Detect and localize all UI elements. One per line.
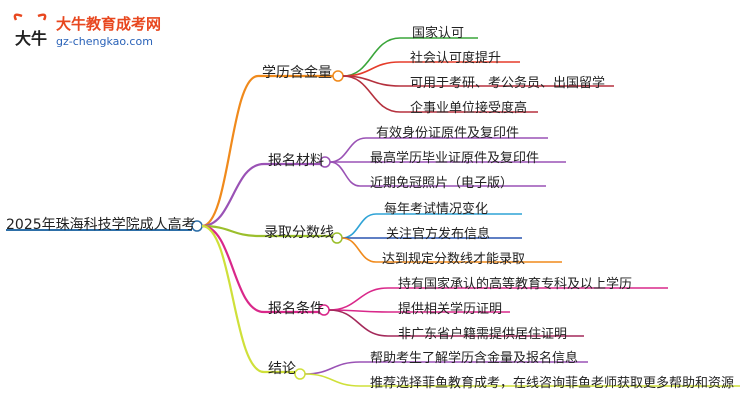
leaf-connector-3-2	[328, 309, 389, 337]
branch-conclusion: 结论	[268, 361, 296, 377]
leaf-connector-2-2	[341, 237, 377, 263]
leaf-id-card: 有效身份证原件及复印件	[376, 126, 520, 141]
bull-logo-icon: 大牛	[13, 13, 47, 48]
leaf-photo: 近期免冠照片（电子版）	[370, 176, 514, 191]
branch-connector-2	[201, 224, 261, 238]
root-topic: 2025年珠海科技学院成人高考	[6, 217, 196, 233]
leaf-connector-0-0	[342, 37, 401, 77]
leaf-national-recognition: 国家认可	[412, 26, 465, 41]
branch-application-requirements: 报名条件	[268, 301, 324, 317]
leaf-education-proof: 提供相关学历证明	[398, 302, 503, 317]
branch-admission-score: 录取分数线	[264, 225, 334, 241]
leaf-connector-4-1	[304, 373, 361, 387]
leaf-connector-1-2	[329, 161, 361, 187]
branch-node-circle-0	[332, 70, 344, 82]
branch-application-materials: 报名材料	[268, 153, 324, 169]
leaf-official-info: 关注官方发布信息	[386, 227, 491, 242]
leaf-prior-education: 持有国家承认的高等教育专科及以上学历	[398, 277, 633, 292]
leaf-residence-proof: 非广东省户籍需提供居住证明	[398, 327, 568, 342]
branch-connector-0	[201, 74, 259, 228]
leaf-employer-acceptance: 企事业单位接受度高	[410, 101, 528, 116]
leaf-connector-1-0	[329, 137, 367, 163]
leaf-conclusion-summary: 帮助考生了解学历含金量及报名信息	[370, 351, 579, 366]
leaf-social-recognition: 社会认可度提升	[410, 51, 502, 66]
branch-node-circle-4	[294, 368, 306, 380]
leaf-meet-score: 达到规定分数线才能录取	[382, 252, 526, 267]
leaf-diploma: 最高学历毕业证原件及复印件	[370, 151, 540, 166]
leaf-connector-4-0	[304, 361, 361, 375]
leaf-further-study: 可用于考研、考公务员、出国留学	[410, 76, 606, 91]
branch-degree-value: 学历含金量	[262, 65, 332, 81]
branch-connector-3	[201, 224, 265, 314]
leaf-connector-2-0	[341, 213, 377, 239]
leaf-conclusion-recommendation: 推荐选择菲鱼教育成考，在线咨询菲鱼老师获取更多帮助和资源	[370, 376, 735, 391]
logo-title: 大牛教育成考网	[56, 15, 162, 33]
leaf-yearly-change: 每年考试情况变化	[384, 202, 489, 217]
leaf-connector-0-3	[342, 75, 401, 113]
leaf-connector-3-0	[328, 287, 389, 311]
logo-url: gz-chengkao.com	[56, 35, 153, 48]
branch-connector-1	[201, 162, 265, 228]
svg-text:大牛: 大牛	[15, 29, 47, 48]
branch-connector-4	[201, 224, 265, 374]
